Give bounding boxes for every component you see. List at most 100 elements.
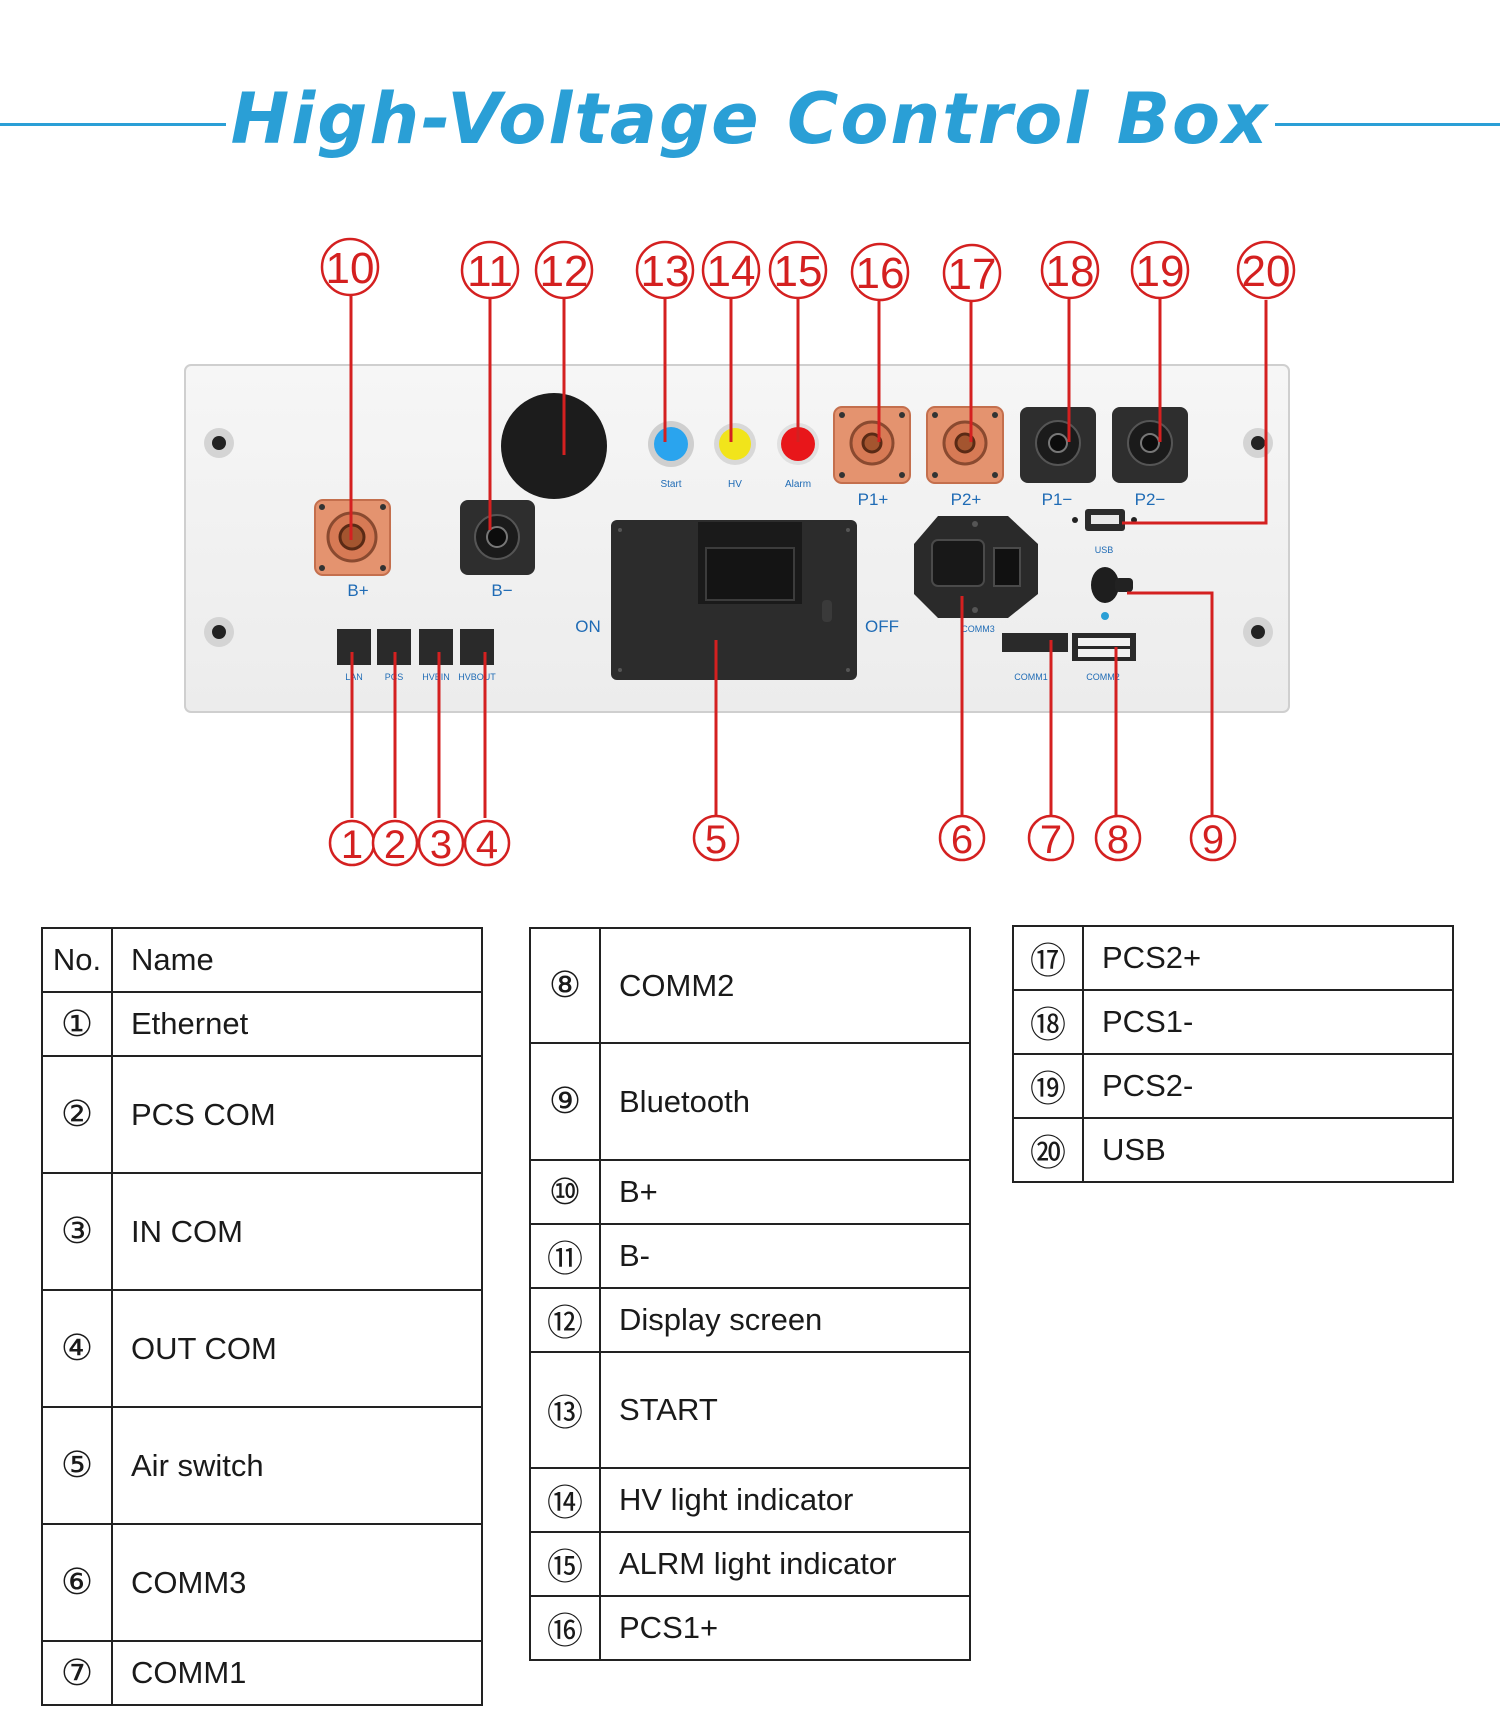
bplus-label: B+ [347, 581, 368, 600]
callout-20: 20 [1242, 247, 1291, 296]
row-number: ④ [41, 1289, 113, 1408]
row-name: Display screen [599, 1287, 971, 1353]
callout-19: 19 [1136, 247, 1185, 296]
display-screen [501, 393, 607, 499]
header-name: Name [111, 927, 483, 993]
header-no: No. [41, 927, 113, 993]
callout-18: 18 [1046, 247, 1095, 296]
start-label: Start [660, 479, 681, 490]
row-number: ⑳ [1012, 1117, 1084, 1183]
row-name: Bluetooth [599, 1042, 971, 1161]
comm2-label: COMM2 [1086, 672, 1120, 682]
comm3-socket [914, 516, 1038, 618]
callout-6: 6 [951, 818, 973, 862]
callout-11: 11 [467, 247, 513, 296]
row-number: ⑩ [529, 1159, 601, 1225]
table-row: ⑦ COMM1 [41, 1640, 483, 1706]
callout-4: 4 [476, 823, 498, 867]
alarm-indicator [777, 423, 819, 465]
row-number: ⑥ [41, 1523, 113, 1642]
table-row: ⑩ B+ [529, 1159, 971, 1225]
bminus-label: B− [491, 581, 512, 600]
leader-lines [349, 295, 1268, 818]
table-row: ⑭ HV light indicator [529, 1467, 971, 1533]
comm1-port [1002, 633, 1068, 652]
hv-indicator [714, 423, 756, 465]
row-number: ⑦ [41, 1640, 113, 1706]
row-name: COMM3 [111, 1523, 483, 1642]
row-number: ⑫ [529, 1287, 601, 1353]
parts-table-2: ⑧ COMM2 ⑨ Bluetooth ⑩ B+ ⑪ B- ⑫ Display … [529, 927, 971, 1661]
row-number: ⑭ [529, 1467, 601, 1533]
row-name: COMM1 [111, 1640, 483, 1706]
callout-14: 14 [707, 247, 756, 296]
row-number: ⑱ [1012, 989, 1084, 1055]
callout-10: 10 [326, 244, 375, 293]
row-name: COMM2 [599, 927, 971, 1044]
bminus-terminal [460, 500, 535, 575]
usb-port [1072, 509, 1137, 531]
parts-table-3: ⑰ PCS2+ ⑱ PCS1- ⑲ PCS2- ⑳ USB [1012, 925, 1454, 1183]
row-name: PCS2- [1082, 1053, 1454, 1119]
table-row: ⑬ START [529, 1351, 971, 1469]
off-label: OFF [865, 617, 899, 636]
callout-8: 8 [1107, 818, 1129, 862]
row-name: PCS COM [111, 1055, 483, 1174]
callout-16: 16 [856, 249, 905, 298]
row-name: IN COM [111, 1172, 483, 1291]
callout-13: 13 [641, 247, 690, 296]
row-number: ③ [41, 1172, 113, 1291]
row-number: ⑤ [41, 1406, 113, 1525]
callout-numbers: 10 11 12 13 14 15 16 17 18 19 20 1 2 3 4… [320, 237, 1296, 867]
row-name: Air switch [111, 1406, 483, 1525]
row-number: ⑧ [529, 927, 601, 1044]
p1minus-terminal [1020, 407, 1096, 483]
p2minus-label: P2− [1135, 490, 1166, 509]
alarm-label: Alarm [785, 479, 811, 490]
usb-label: USB [1095, 545, 1114, 555]
callout-5: 5 [705, 818, 727, 862]
table-header-row: No. Name [41, 927, 483, 993]
table-row: ⑱ PCS1- [1012, 989, 1454, 1055]
comm1-label: COMM1 [1014, 672, 1048, 682]
p2plus-terminal [926, 406, 1004, 484]
callout-1: 1 [341, 823, 363, 867]
on-label: ON [575, 617, 601, 636]
table-row: ⑯ PCS1+ [529, 1595, 971, 1661]
comm2-port [1072, 633, 1136, 661]
callout-7: 7 [1040, 818, 1062, 862]
row-number: ⑰ [1012, 925, 1084, 991]
comm3-label: COMM3 [961, 624, 995, 634]
row-number: ⑯ [529, 1595, 601, 1661]
row-number: ⑲ [1012, 1053, 1084, 1119]
row-name: PCS1+ [599, 1595, 971, 1661]
table-row: ① Ethernet [41, 991, 483, 1057]
table-row: ② PCS COM [41, 1055, 483, 1174]
table-row: ⑥ COMM3 [41, 1523, 483, 1642]
row-name: START [599, 1351, 971, 1469]
table-row: ⑤ Air switch [41, 1406, 483, 1525]
callout-15: 15 [774, 247, 823, 296]
air-switch [611, 520, 857, 680]
table-row: ⑧ COMM2 [529, 927, 971, 1044]
row-name: B- [599, 1223, 971, 1289]
lan-label: LAN [345, 672, 363, 682]
table-row: ④ OUT COM [41, 1289, 483, 1408]
bluetooth-antenna [1091, 567, 1133, 620]
start-button [648, 421, 694, 467]
row-name: USB [1082, 1117, 1454, 1183]
callout-12: 12 [540, 247, 589, 296]
table-row: ⑮ ALRM light indicator [529, 1531, 971, 1597]
row-number: ⑮ [529, 1531, 601, 1597]
table-row: ⑨ Bluetooth [529, 1042, 971, 1161]
page-title: High-Voltage Control Box [230, 78, 1270, 160]
row-number: ② [41, 1055, 113, 1174]
p1plus-label: P1+ [858, 490, 889, 509]
row-name: B+ [599, 1159, 971, 1225]
callout-9: 9 [1202, 818, 1224, 862]
table-row: ③ IN COM [41, 1172, 483, 1291]
hvbout-port [460, 629, 494, 665]
row-name: ALRM light indicator [599, 1531, 971, 1597]
row-name: HV light indicator [599, 1467, 971, 1533]
